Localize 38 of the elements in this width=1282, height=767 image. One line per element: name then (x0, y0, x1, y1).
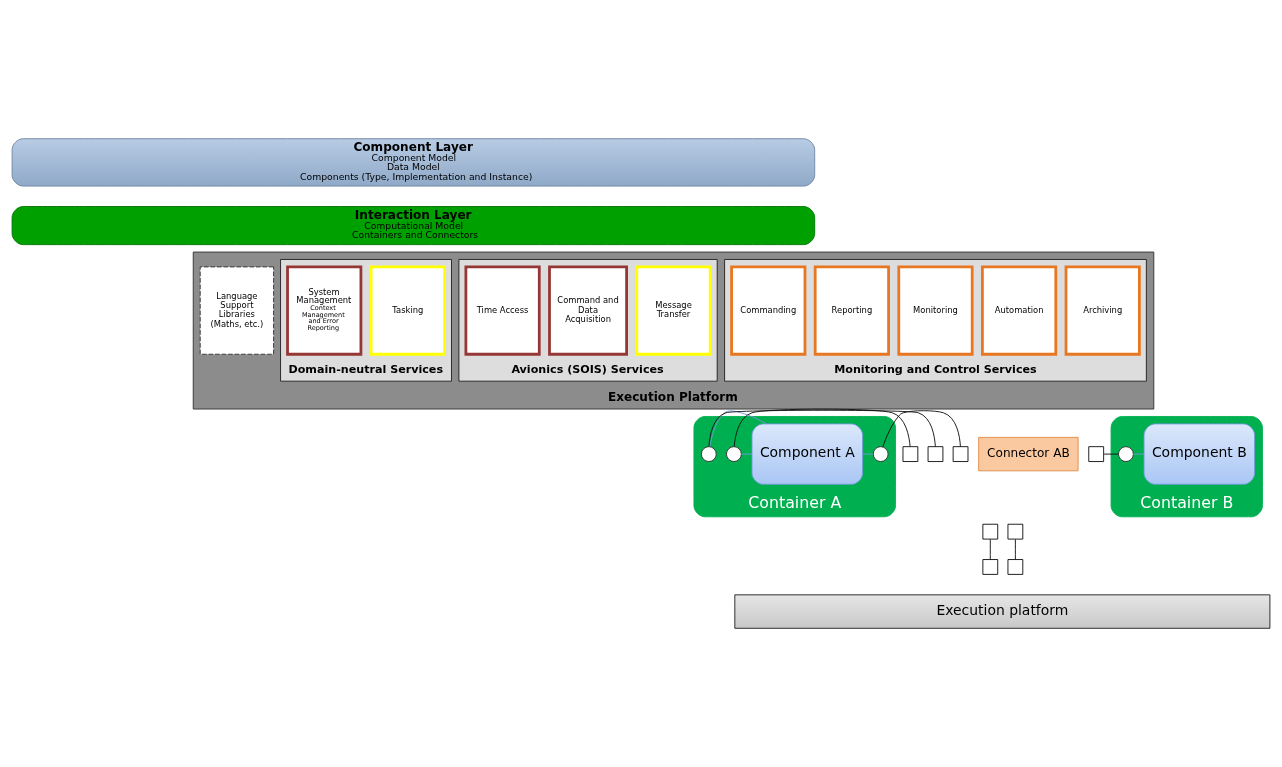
node-box (1007, 523, 1024, 540)
connector (740, 453, 753, 455)
node-box: Commanding (730, 265, 807, 356)
connector (1103, 453, 1119, 455)
node-box: Component A (751, 423, 864, 485)
node-box: Interaction Layer Computational Model Containers and Connectors (11, 206, 816, 246)
connector (989, 538, 991, 560)
node-box (952, 446, 969, 462)
node-box (1088, 446, 1105, 462)
node-box (902, 446, 919, 462)
node-circle (726, 446, 742, 462)
connector (882, 410, 961, 448)
node-box: Time Access (464, 265, 541, 356)
node-box: Message Transfer (635, 265, 712, 356)
node-circle (700, 446, 717, 462)
node-box: Language Support Libraries (Maths, etc.) (199, 266, 275, 355)
node-box: Connector AB (978, 436, 1079, 472)
connector (709, 410, 767, 447)
node-circle (1118, 446, 1134, 462)
node-box: Archiving (1064, 265, 1141, 356)
connector (733, 408, 911, 447)
node-box: Execution platform (734, 594, 1271, 629)
node-box: Automation (981, 265, 1058, 356)
node-box (982, 559, 999, 575)
node-box: Component Layer Component Model Data Model Components (Type, Implementation and Instance) (11, 138, 816, 187)
node-circle (872, 446, 889, 462)
node-box: Reporting (813, 265, 890, 356)
node-box: Tasking (369, 265, 446, 356)
connector (862, 453, 874, 455)
node-box (982, 523, 999, 540)
node-box (927, 446, 944, 462)
connector (708, 409, 936, 447)
node-box (1007, 559, 1024, 575)
connector (1132, 453, 1145, 455)
node-box: Component B (1143, 423, 1256, 485)
connector (1014, 538, 1016, 560)
node-box: Command and Data Acquisition (548, 265, 628, 356)
node-box: Monitoring (897, 265, 974, 356)
